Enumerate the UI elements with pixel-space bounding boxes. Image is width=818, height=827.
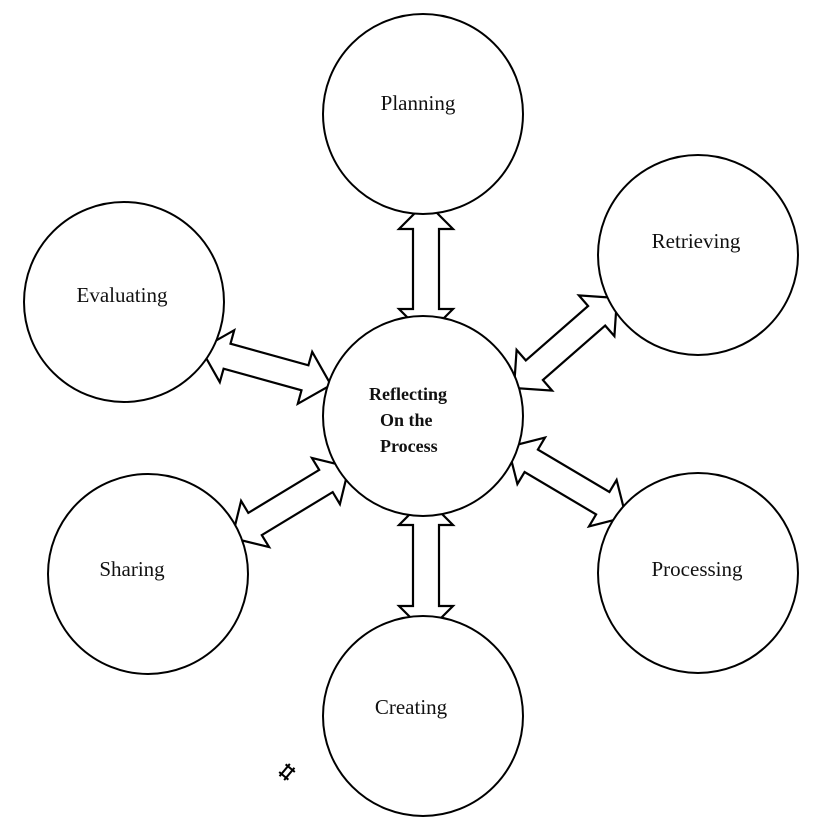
node-label: Processing [652,557,743,581]
node-circle [23,201,225,403]
node-circle [322,13,524,215]
double-arrow-retrieving [512,294,619,392]
node-label: Evaluating [77,283,168,307]
node-label: Retrieving [652,229,741,253]
node-label: Creating [375,695,448,719]
node-sharing: Sharing [47,473,249,675]
node-creating: Creating [322,615,524,817]
node-planning: Planning [322,13,524,215]
center-label-line-1: Reflecting [369,384,447,404]
double-arrow-creating [396,496,456,635]
node-processing: Processing [597,472,799,674]
stray-mark-icon [278,763,296,781]
double-arrow-sharing [230,456,351,549]
center-label-line-3: Process [380,436,438,456]
center-label-line-2: On the [380,410,433,430]
node-circle [47,473,249,675]
node-reflecting-center: Reflecting On the Process [322,315,524,517]
node-evaluating: Evaluating [23,201,225,403]
node-label: Sharing [99,557,165,581]
node-label: Planning [381,91,456,115]
node-retrieving: Retrieving [597,154,799,356]
center-circle [322,315,524,517]
double-arrow-evaluating [199,327,333,407]
node-circle [322,615,524,817]
node-circle [597,154,799,356]
node-circle [597,472,799,674]
double-arrow-processing [506,435,628,529]
